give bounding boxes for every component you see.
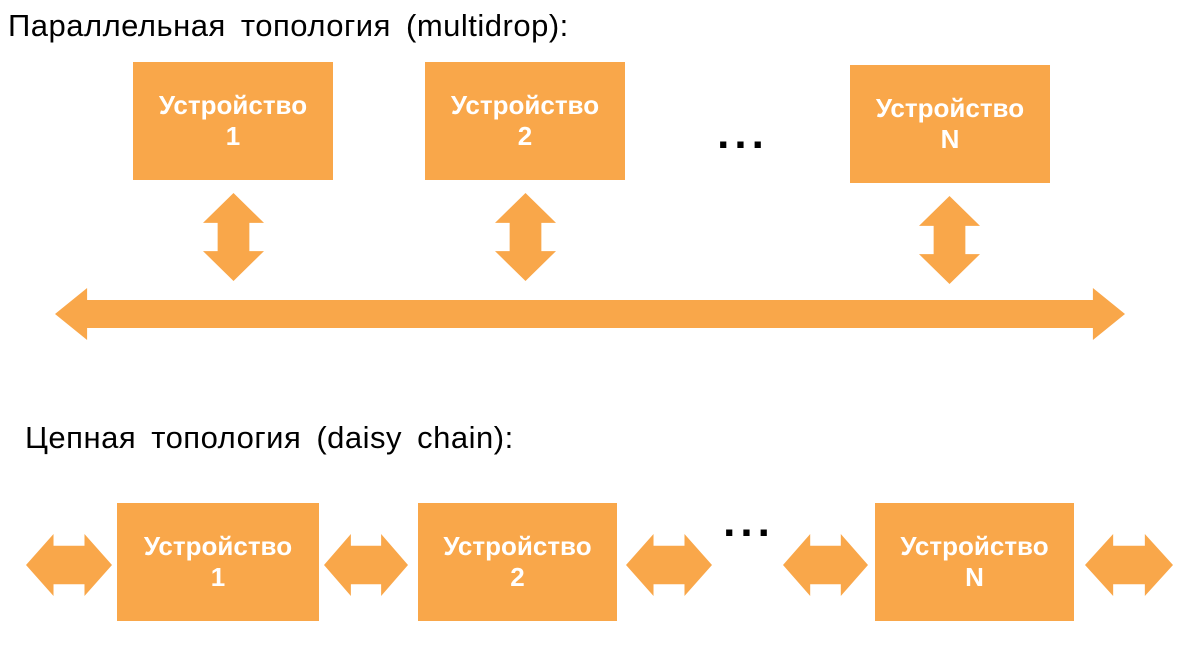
bus-double-arrow-icon (55, 288, 1125, 340)
device-name-label: Устройство (450, 90, 600, 120)
horizontal-double-arrow-icon (783, 534, 868, 596)
vertical-double-arrow-icon (203, 193, 264, 281)
daisy-ellipsis-label: ... (723, 497, 775, 546)
daisy-device-1-box: Устройство 1 (117, 503, 319, 621)
multidrop-device-n-box: Устройство N (850, 65, 1050, 183)
vertical-double-arrow-icon (495, 193, 556, 281)
multidrop-device-2-box: Устройство 2 (425, 62, 625, 180)
horizontal-double-arrow-icon (324, 534, 408, 596)
vertical-double-arrow-icon (919, 196, 980, 284)
daisy-device-2-box: Устройство 2 (418, 503, 617, 621)
multidrop-device-1-box: Устройство 1 (133, 62, 333, 180)
device-number-label: 1 (225, 121, 241, 151)
daisy-device-n-box: Устройство N (875, 503, 1074, 621)
horizontal-double-arrow-icon (1085, 534, 1173, 596)
multidrop-section-title: Параллельная топология (multidrop): (8, 8, 569, 43)
device-name-label: Устройство (443, 531, 592, 561)
device-name-label: Устройство (143, 531, 293, 561)
device-number-label: N (940, 124, 960, 154)
device-number-label: 1 (210, 562, 226, 592)
horizontal-double-arrow-icon (26, 534, 112, 596)
device-name-label: Устройство (875, 93, 1025, 123)
device-number-label: 2 (510, 562, 525, 592)
horizontal-double-arrow-icon (626, 534, 712, 596)
device-name-label: Устройство (900, 531, 1049, 561)
device-number-label: N (965, 562, 984, 592)
daisy-chain-section-title: Цепная топология (daisy chain): (25, 420, 514, 455)
multidrop-ellipsis-label: ... (717, 109, 769, 158)
device-name-label: Устройство (158, 90, 308, 120)
device-number-label: 2 (517, 121, 533, 151)
